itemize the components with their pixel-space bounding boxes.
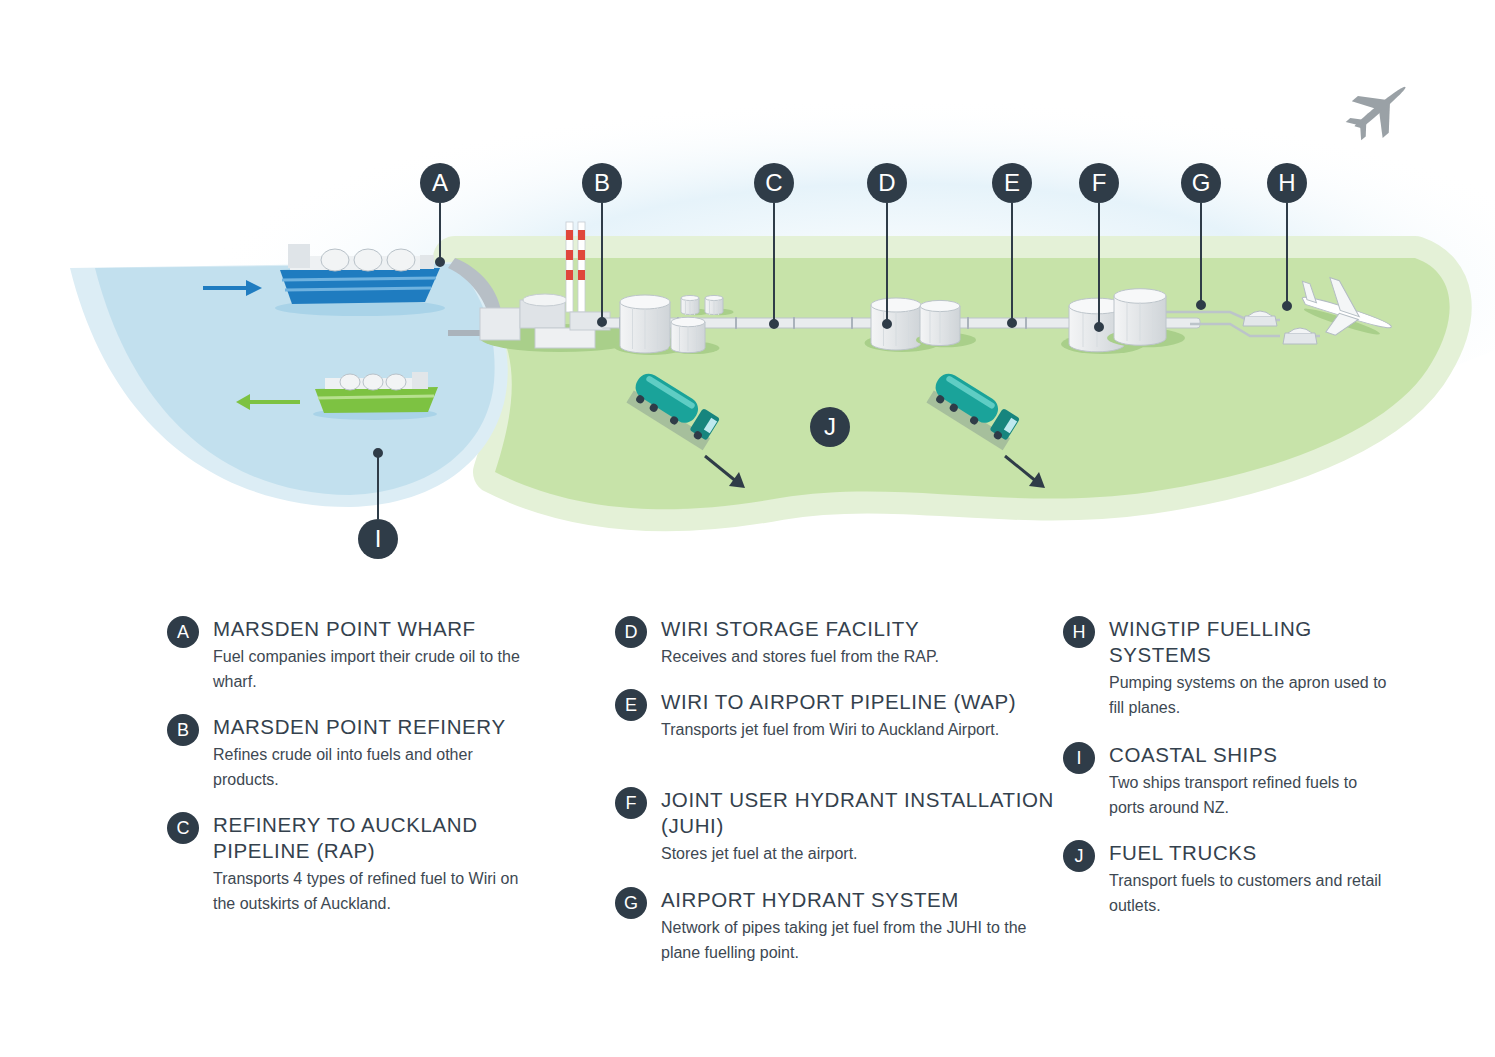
legend-entry: A MARSDEN POINT WHARFFuel companies impor…	[167, 616, 527, 694]
legend-entry: C REFINERY TO AUCKLAND PIPELINE (RAP)Tran…	[167, 812, 527, 916]
legend-entry: F JOINT USER HYDRANT INSTALLATION (JUHI)S…	[615, 787, 1055, 866]
legend-letter-circle: B	[167, 714, 199, 746]
legend-letter: F	[626, 794, 637, 812]
legend-heading: JOINT USER HYDRANT INSTALLATION (JUHI)	[661, 787, 1055, 839]
callout-circle: I	[358, 519, 398, 559]
callout-circle: B	[582, 163, 622, 203]
callout-letter: E	[1004, 171, 1020, 195]
legend-letter: B	[177, 721, 189, 739]
import-tanker	[203, 244, 445, 316]
legend-description: Receives and stores fuel from the RAP.	[661, 644, 1055, 669]
legend-letter: H	[1073, 623, 1086, 641]
legend-heading: MARSDEN POINT WHARF	[213, 616, 527, 642]
callout-circle: H	[1267, 163, 1307, 203]
callout-circle: F	[1079, 163, 1119, 203]
legend-letter: A	[177, 623, 189, 641]
water	[70, 262, 508, 507]
legend-heading: COASTAL SHIPS	[1109, 742, 1393, 768]
legend-letter: J	[1075, 847, 1084, 865]
legend-letter-circle: J	[1063, 840, 1095, 872]
callout-letter: I	[375, 527, 382, 551]
legend-heading: AIRPORT HYDRANT SYSTEM	[661, 887, 1055, 913]
legend-heading: WIRI TO AIRPORT PIPELINE (WAP)	[661, 689, 1055, 715]
legend-description: Refines crude oil into fuels and other p…	[213, 742, 527, 792]
legend-letter: I	[1076, 749, 1081, 767]
legend-letter-circle: G	[615, 887, 647, 919]
legend-heading: WINGTIP FUELLING SYSTEMS	[1109, 616, 1393, 668]
legend-entry: B MARSDEN POINT REFINERYRefines crude oil…	[167, 714, 527, 792]
coastal-ship	[236, 372, 438, 420]
legend-letter-circle: A	[167, 616, 199, 648]
fuelling-stations	[1243, 311, 1317, 344]
legend-description: Transport fuels to customers and retail …	[1109, 868, 1393, 918]
legend-entry: J FUEL TRUCKSTransport fuels to customers…	[1063, 840, 1393, 918]
chimney	[566, 222, 585, 312]
callout-circle: J	[810, 407, 850, 447]
legend-letter-circle: E	[615, 689, 647, 721]
callout-letter: J	[824, 415, 836, 439]
callout-circle: C	[754, 163, 794, 203]
callout-circle: G	[1181, 163, 1221, 203]
legend-letter-circle: H	[1063, 616, 1095, 648]
legend-entry: G AIRPORT HYDRANT SYSTEMNetwork of pipes …	[615, 887, 1055, 965]
callout-letter: C	[765, 171, 782, 195]
callout-circle: A	[420, 163, 460, 203]
callout-letter: A	[432, 171, 448, 195]
legend-heading: MARSDEN POINT REFINERY	[213, 714, 527, 740]
callout-letter: D	[878, 171, 895, 195]
land	[455, 258, 1450, 509]
legend-description: Pumping systems on the apron used to fil…	[1109, 670, 1393, 720]
legend-description: Network of pipes taking jet fuel from th…	[661, 915, 1055, 965]
legend-heading: WIRI STORAGE FACILITY	[661, 616, 1055, 642]
legend-letter: D	[625, 623, 638, 641]
leader-lines	[374, 203, 1291, 519]
fuel-trucks	[625, 369, 1045, 488]
callout-letter: H	[1278, 171, 1295, 195]
legend-letter-circle: F	[615, 787, 647, 819]
callout-circle: D	[867, 163, 907, 203]
legend-heading: FUEL TRUCKS	[1109, 840, 1393, 866]
legend-letter-circle: C	[167, 812, 199, 844]
legend-entry: H WINGTIP FUELLING SYSTEMSPumping systems…	[1063, 616, 1393, 720]
legend-description: Fuel companies import their crude oil to…	[213, 644, 527, 694]
legend-description: Two ships transport refined fuels to por…	[1109, 770, 1393, 820]
legend-letter: G	[624, 894, 638, 912]
legend-letter: C	[177, 819, 190, 837]
legend-description: Stores jet fuel at the airport.	[661, 841, 1055, 866]
airliner	[1290, 270, 1400, 351]
legend-description: Transports jet fuel from Wiri to Aucklan…	[661, 717, 1055, 742]
legend-entry: E WIRI TO AIRPORT PIPELINE (WAP)Transport…	[615, 689, 1055, 742]
legend-entry: I COASTAL SHIPSTwo ships transport refine…	[1063, 742, 1393, 820]
callout-circle: E	[992, 163, 1032, 203]
plane-silhouette	[1338, 69, 1421, 150]
legend-description: Transports 4 types of refined fuel to Wi…	[213, 866, 527, 916]
callout-letter: G	[1192, 171, 1211, 195]
legend-letter-circle: I	[1063, 742, 1095, 774]
legend-heading: REFINERY TO AUCKLAND PIPELINE (RAP)	[213, 812, 527, 864]
legend-entry: D WIRI STORAGE FACILITYReceives and store…	[615, 616, 1055, 669]
callout-letter: F	[1092, 171, 1107, 195]
callout-letter: B	[594, 171, 610, 195]
legend-letter: E	[625, 696, 637, 714]
legend-letter-circle: D	[615, 616, 647, 648]
refinery	[480, 222, 640, 352]
